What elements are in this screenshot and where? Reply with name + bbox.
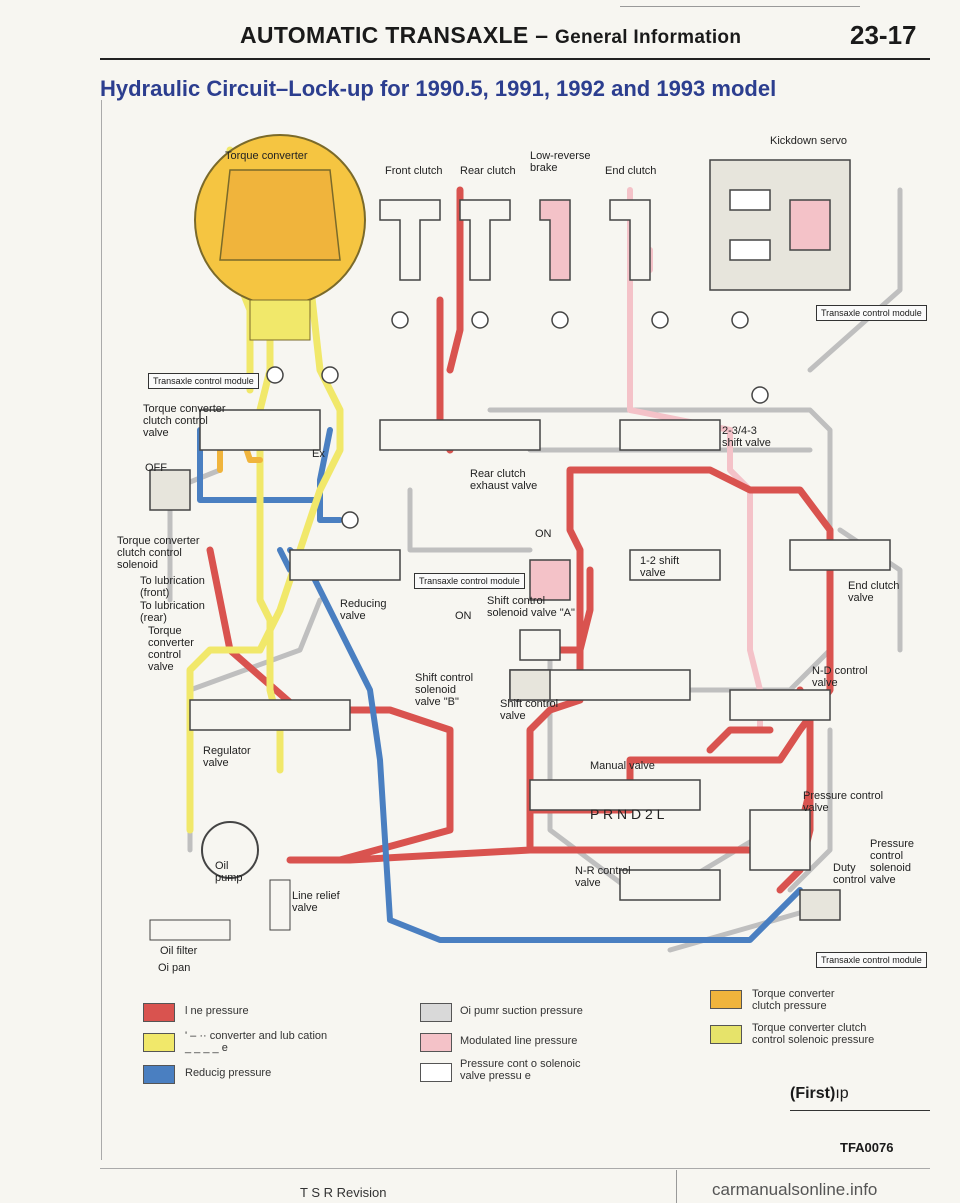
- revision-footer: T S R Revision: [300, 1185, 387, 1200]
- label-oil-pump: Oil pump: [215, 860, 243, 884]
- oil-pump-assembly: [149, 821, 291, 941]
- label-1-2-shift-valve: 1-2 shift valve: [640, 555, 680, 579]
- label-ex: Ex: [312, 448, 325, 460]
- label-oil-filter: Oil filter: [160, 945, 198, 957]
- label-off: OFF: [145, 462, 167, 474]
- legend-swatch-modulated: [420, 1033, 452, 1052]
- tcm-box-left: Transaxle control module: [148, 373, 259, 389]
- legend-text-suction: Oi pumr suction pressure: [460, 1005, 583, 1017]
- label-nr-control-valve: N-R control valve: [575, 865, 631, 889]
- converter-lubrication-passages: [186, 146, 344, 834]
- first-rule: [790, 1110, 930, 1111]
- label-tc-control-valve: Torque converter control valve: [148, 625, 194, 673]
- label-duty-control: Duty control: [833, 862, 867, 886]
- label-front-clutch: Front clutch: [385, 165, 443, 177]
- label-2-3-4-3-shift-valve: 2-3/4-3 shift valve: [722, 425, 771, 449]
- label-nd-control-valve: N-D control valve: [812, 665, 868, 689]
- tcm-box-bottom-right: Transaxle control module: [816, 952, 927, 968]
- page-title: Hydraulic Circuit–Lock-up for 1990.5, 19…: [100, 76, 777, 101]
- kickdown-servo-body: [709, 159, 851, 291]
- legend-text-pcsv: Pressure cont o solenoic valve pressu e: [460, 1058, 581, 1082]
- label-pcsv: Pressure control solenoid valve: [870, 838, 915, 886]
- tcm-box-top-right: Transaxle control module: [816, 305, 927, 321]
- legend-swatch-tcc-solenoid: [710, 1025, 742, 1044]
- label-end-clutch-valve: End clutch valve: [848, 580, 900, 604]
- torque-converter-body: [194, 134, 366, 341]
- legend-text-line: l ne pressure: [185, 1005, 249, 1017]
- hydraulic-circuit-diagram: [149, 134, 903, 953]
- watermark: carmanualsonline.info: [712, 1180, 878, 1199]
- label-oil-pan: Oi pan: [158, 962, 191, 974]
- label-tcc-valve: Torque converter clutch control valve: [143, 403, 226, 439]
- label-lub-front: To lubrication (front): [140, 575, 205, 599]
- legend-text-converter: ' – ·· converter and lub cation _ _ _ _ …: [185, 1030, 328, 1054]
- legend-text-reducing: Reducig pressure: [185, 1067, 272, 1079]
- legend-swatch-line: [143, 1003, 175, 1022]
- label-low-reverse-brake: Low-reverse brake: [530, 150, 591, 174]
- label-reducing-valve: Reducing valve: [340, 598, 387, 622]
- legend-swatch-converter: [143, 1033, 175, 1052]
- first-marker: (First)ıp: [790, 1085, 849, 1102]
- header-subtitle: General Information: [555, 27, 742, 48]
- label-tcc-solenoid: Torque converter clutch control solenoid: [117, 535, 200, 571]
- check-valves: [266, 311, 769, 529]
- footer-tick: [676, 1170, 677, 1203]
- footer-rule: [100, 1168, 930, 1169]
- page-header: AUTOMATIC TRANSAXLE – General Informatio…: [240, 22, 742, 48]
- page-number: 23-17: [850, 20, 917, 50]
- label-on-a: ON: [535, 528, 552, 540]
- header-title: AUTOMATIC TRANSAXLE: [240, 22, 529, 48]
- header-rule: [100, 58, 930, 60]
- label-prnd2l: P R N D 2 L: [590, 806, 665, 822]
- legend-text-tcc: Torque converter clutch pressure: [752, 988, 835, 1012]
- margin-line: [101, 100, 102, 1160]
- top-rule: [620, 6, 860, 7]
- label-end-clutch: End clutch: [605, 165, 657, 177]
- label-pressure-control-valve: Pressure control valve: [803, 790, 884, 814]
- label-on-b: ON: [455, 610, 472, 622]
- label-torque-converter: Torque converter: [225, 150, 308, 162]
- label-rear-clutch-exhaust: Rear clutch exhaust valve: [470, 468, 538, 492]
- label-shift-control-valve: Shift control valve: [500, 698, 559, 722]
- figure-code: TFA0076: [840, 1140, 894, 1155]
- legend-swatch-pcsv: [420, 1063, 452, 1082]
- label-shift-solenoid-a: Shift control solenoid valve "A": [487, 595, 575, 619]
- label-kickdown-servo: Kickdown servo: [770, 135, 848, 147]
- clutch-housings: [379, 199, 651, 281]
- legend-swatch-reducing: [143, 1065, 175, 1084]
- legend-swatch-suction: [420, 1003, 452, 1022]
- legend-swatch-tcc: [710, 990, 742, 1009]
- legend-text-tcc-solenoid: Torque converter clutch control solenoic…: [752, 1022, 875, 1046]
- label-line-relief-valve: Line relief valve: [292, 890, 340, 914]
- label-regulator-valve: Regulator valve: [203, 745, 251, 769]
- tcm-box-center: Transaxle control module: [414, 573, 525, 589]
- label-manual-valve: Manual valve: [590, 760, 655, 772]
- label-lub-rear: To lubrication (rear): [140, 600, 205, 624]
- label-rear-clutch: Rear clutch: [460, 165, 516, 177]
- legend-text-modulated: Modulated line pressure: [460, 1035, 578, 1047]
- spool-valves: [149, 409, 891, 921]
- label-shift-solenoid-b: Shift control solenoid valve "B": [415, 672, 474, 708]
